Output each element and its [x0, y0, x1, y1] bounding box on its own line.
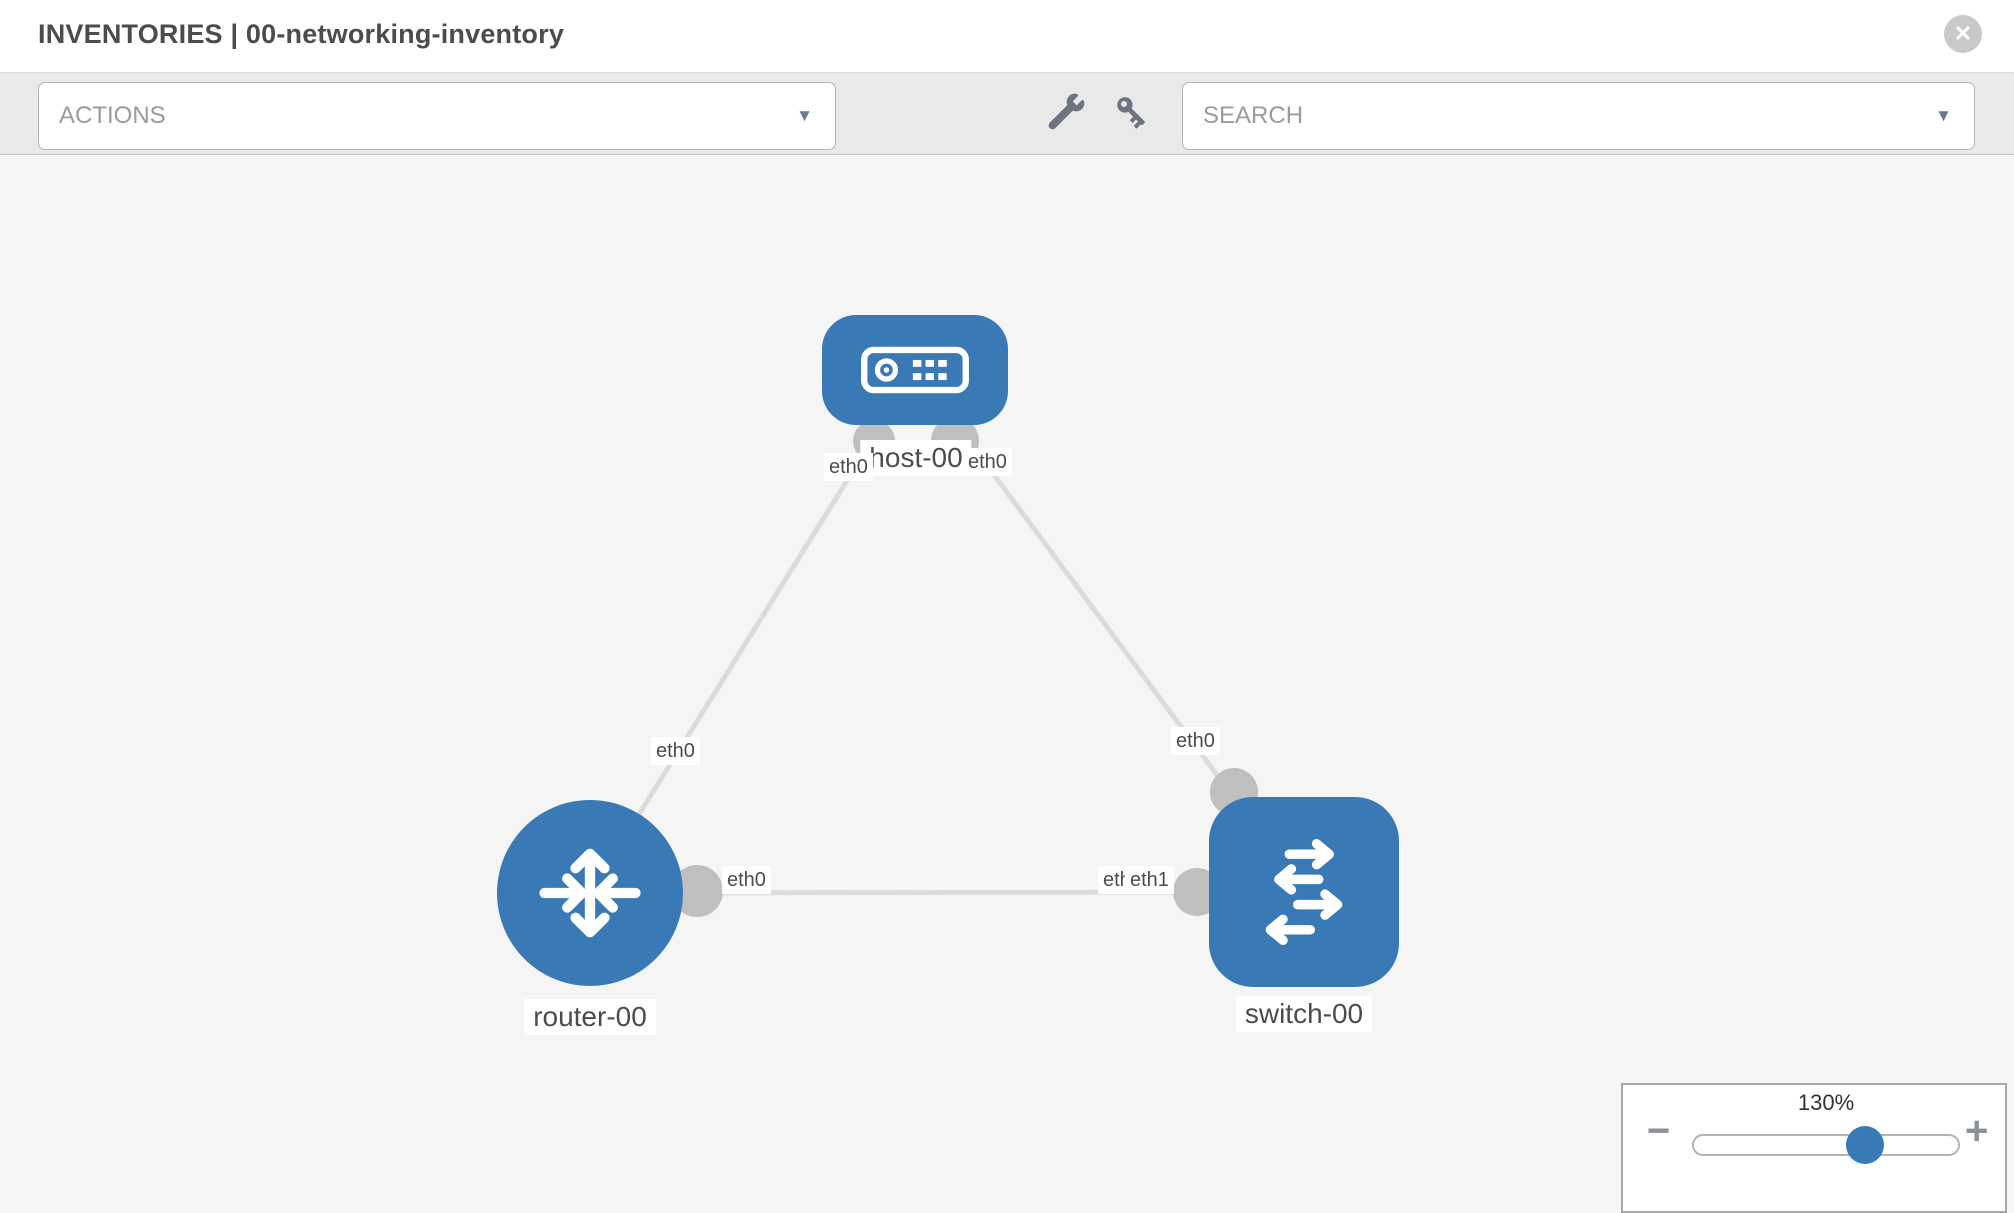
page-title: INVENTORIES | 00-networking-inventory [38, 19, 565, 49]
node-label-switch: switch-00 [1235, 996, 1373, 1032]
interface-label-host-left: eth0 [824, 453, 873, 481]
zoom-slider-track[interactable] [1692, 1134, 1960, 1156]
wrench-icon[interactable] [1046, 92, 1086, 132]
interface-label-switch-top: eth0 [1171, 727, 1220, 755]
title-bar: INVENTORIES | 00-networking-inventory ✕ [0, 0, 2014, 72]
topology-canvas[interactable] [0, 155, 2014, 1200]
toolbar: ACTIONS ▼ SEARCH ▼ [0, 72, 2014, 155]
search-dropdown-label: SEARCH [1203, 102, 1304, 129]
switch-icon [1265, 838, 1343, 946]
zoom-slider-thumb[interactable] [1846, 1126, 1884, 1164]
zoom-out-button[interactable]: − [1647, 1109, 1671, 1153]
key-icon[interactable] [1112, 92, 1152, 132]
interface-label-host-right: eth0 [963, 448, 1012, 476]
chevron-down-icon: ▼ [796, 106, 813, 125]
interface-label-router-top: eth0 [651, 737, 700, 765]
close-icon: ✕ [1953, 21, 1973, 46]
zoom-level-value: 130% [1797, 1090, 1855, 1115]
node-switch-00[interactable] [1209, 797, 1399, 987]
interface-label-mid-switch-front: eth1 [1125, 866, 1174, 894]
chevron-down-icon: ▼ [1935, 106, 1952, 125]
search-dropdown[interactable]: SEARCH ▼ [1182, 82, 1975, 150]
interface-dot-router[interactable] [671, 865, 723, 917]
node-host-00[interactable] [822, 315, 1008, 425]
zoom-control-panel: 130% − + [1621, 1083, 2007, 1213]
zoom-in-button[interactable]: + [1965, 1109, 1989, 1153]
close-button[interactable]: ✕ [1944, 15, 1982, 53]
actions-dropdown[interactable]: ACTIONS ▼ [38, 82, 836, 150]
router-icon [539, 848, 641, 938]
interface-label-mid-router: eth0 [722, 866, 771, 894]
actions-dropdown-label: ACTIONS [59, 102, 166, 129]
host-icon [861, 346, 969, 394]
node-label-router: router-00 [524, 999, 656, 1035]
node-router-00[interactable] [497, 800, 683, 986]
node-label-host: host-00 [860, 440, 972, 476]
